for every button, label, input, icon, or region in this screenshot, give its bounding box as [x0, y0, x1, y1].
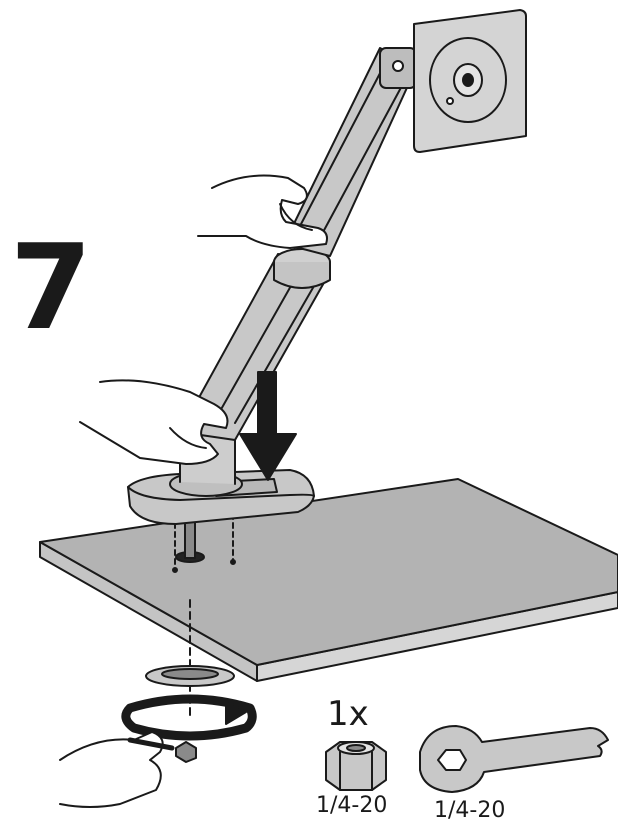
wrench-size-label: 1/4-20	[434, 798, 506, 823]
desk-surface	[39, 478, 618, 682]
lower-arm	[179, 248, 331, 441]
nut-size-label: 1/4-20	[316, 793, 388, 818]
step-number: 7	[10, 218, 93, 356]
clamp-plate	[145, 665, 235, 687]
arm-base	[127, 425, 315, 525]
hand-icon	[59, 731, 197, 808]
rotate-arrow-icon	[121, 694, 257, 741]
hardware-quantity: 1x	[327, 694, 369, 734]
down-arrow-icon	[239, 371, 297, 481]
hex-nut-icon	[325, 741, 387, 791]
hand-icon	[197, 174, 328, 249]
hand-icon	[79, 379, 229, 465]
wrench-icon	[419, 725, 609, 793]
vesa-plate	[413, 9, 527, 153]
